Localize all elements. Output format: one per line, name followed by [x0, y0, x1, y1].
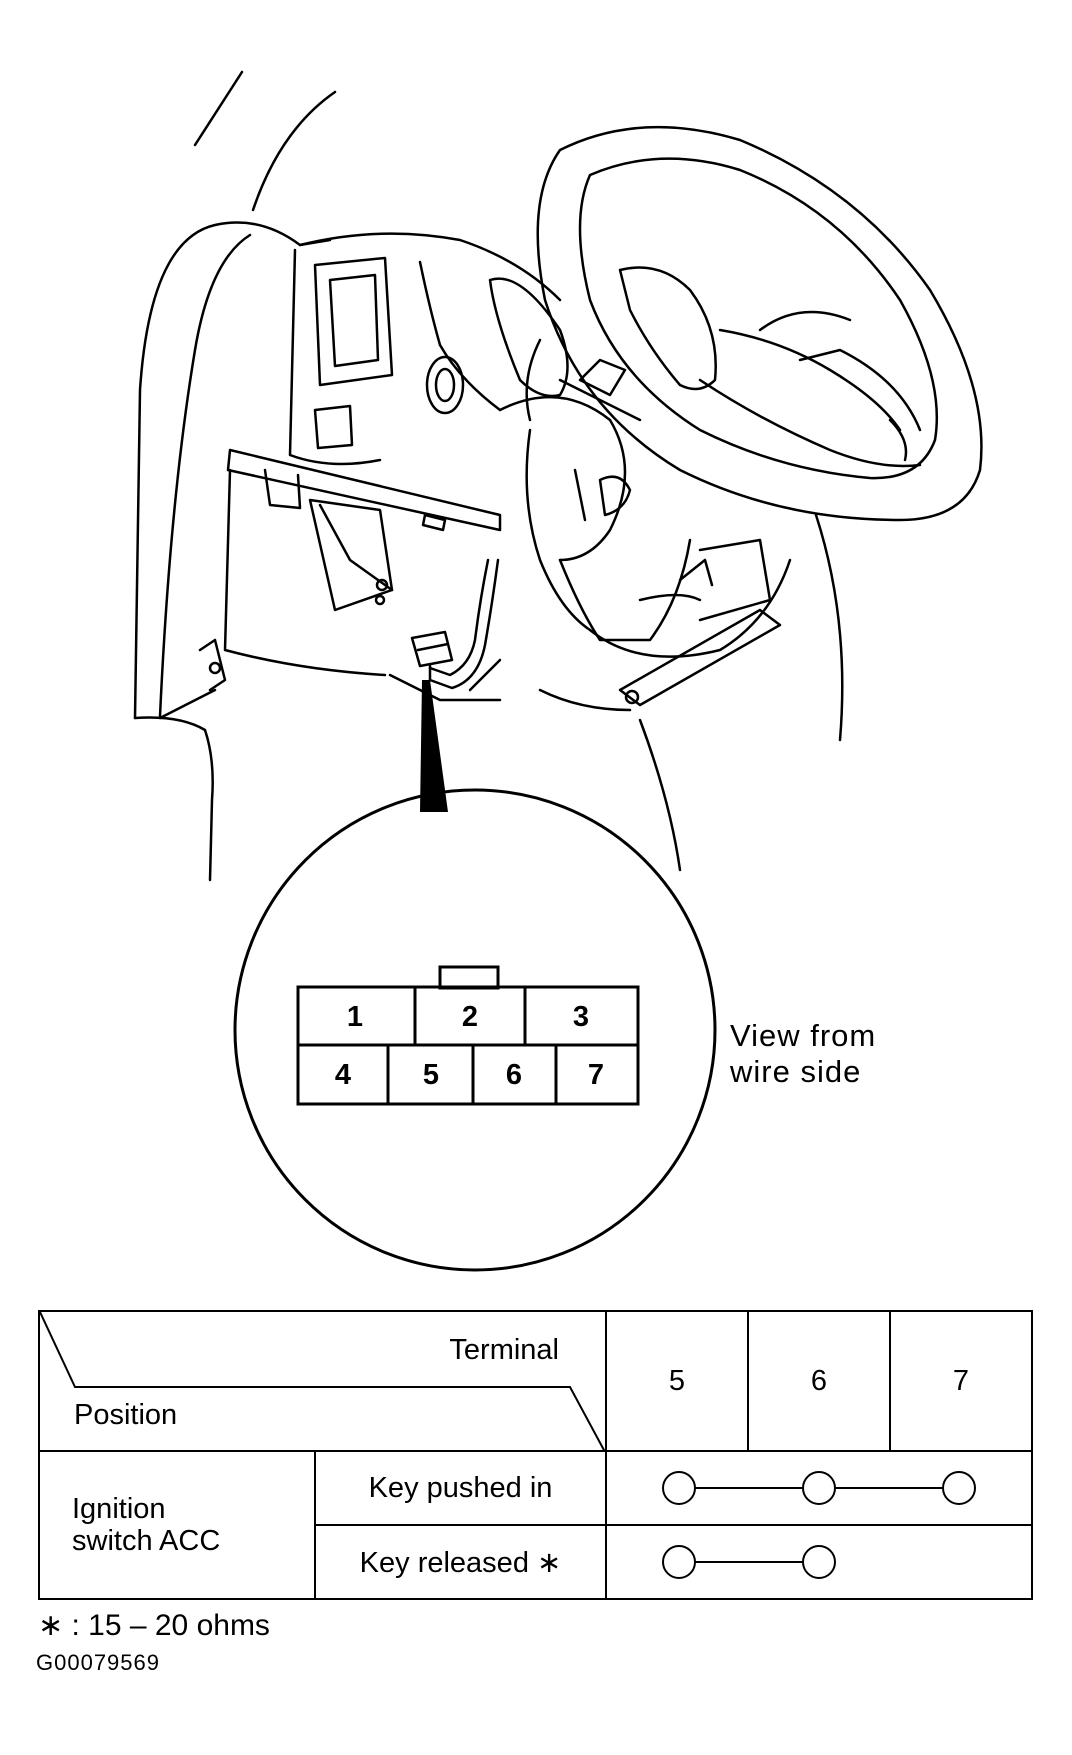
continuity-node-6	[802, 1545, 836, 1579]
header-diagonal-line	[40, 1312, 605, 1452]
continuity-row-2	[605, 1524, 1033, 1600]
pin-label-7: 7	[587, 1059, 605, 1091]
continuity-marks-row-2	[662, 1545, 836, 1579]
continuity-row-1	[605, 1450, 1033, 1526]
terminal-col-6: 6	[747, 1310, 891, 1452]
continuity-node-6	[802, 1471, 836, 1505]
group-label-cell: Ignition switch ACC	[38, 1450, 316, 1600]
continuity-node-5	[662, 1471, 696, 1505]
pin-label-4: 4	[334, 1059, 352, 1091]
view-note-line-1: View from	[730, 1018, 877, 1053]
terminal-col-7: 7	[889, 1310, 1033, 1452]
row-label-key-pushed-in: Key pushed in	[314, 1450, 607, 1526]
steering-column-illustration	[133, 70, 983, 1272]
header-diagonal-cell: Terminal Position	[38, 1310, 607, 1452]
terminal-col-5: 5	[605, 1310, 749, 1452]
footnote-resistance: ∗ : 15 – 20 ohms	[38, 1609, 270, 1642]
pin-label-5: 5	[422, 1059, 440, 1091]
figure-id: G00079569	[36, 1650, 160, 1675]
continuity-marks-row-1	[662, 1471, 976, 1505]
row-label-key-released: Key released ∗	[314, 1524, 607, 1600]
group-label-line-1: Ignition	[72, 1493, 166, 1525]
group-label-line-2: switch ACC	[72, 1525, 221, 1557]
pin-label-1: 1	[346, 1001, 364, 1033]
continuity-table: Terminal Position 5 6 7 Ignition switch …	[38, 1310, 1033, 1600]
view-note: View from wire side	[730, 1018, 876, 1090]
terminal-header: Terminal	[449, 1334, 559, 1366]
position-header: Position	[74, 1399, 178, 1431]
pin-label-3: 3	[572, 1001, 590, 1033]
pin-label-6: 6	[505, 1059, 523, 1091]
continuity-node-7	[942, 1471, 976, 1505]
continuity-node-5	[662, 1545, 696, 1579]
pin-label-2: 2	[461, 1001, 479, 1033]
view-note-line-2: wire side	[730, 1054, 862, 1089]
